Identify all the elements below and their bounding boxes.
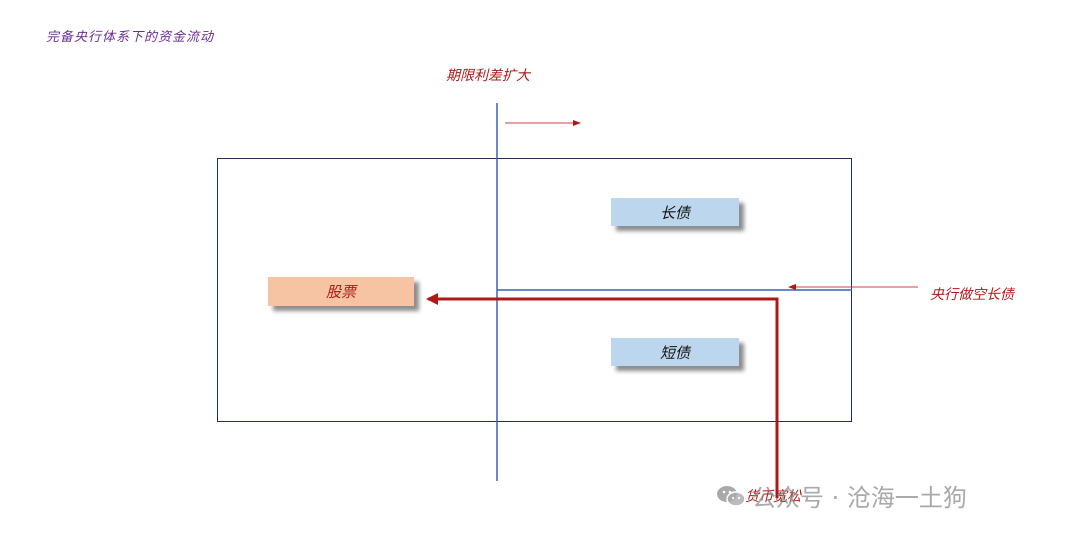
wechat-icon bbox=[716, 484, 746, 508]
watermark-text: 公众号 · 沧海一土狗 bbox=[752, 484, 967, 512]
diagram-title: 完备央行体系下的资金流动 bbox=[46, 30, 215, 45]
term-spread-label: 期限利差扩大 bbox=[446, 68, 530, 84]
stocks-box: 股票 bbox=[268, 277, 414, 306]
long-bond-box: 长债 bbox=[611, 198, 739, 226]
monetary-easing-label: 货币宽松 bbox=[745, 489, 801, 505]
watermark: 公众号 · 沧海一土狗 bbox=[716, 478, 967, 513]
stocks-label: 股票 bbox=[325, 283, 356, 301]
cb-short-long-label: 央行做空长债 bbox=[930, 287, 1014, 303]
easing-flow-arrow bbox=[426, 293, 779, 498]
short-bond-label: 短债 bbox=[659, 343, 690, 362]
short-bond-box: 短债 bbox=[611, 338, 739, 366]
long-bond-label: 长债 bbox=[659, 203, 690, 222]
